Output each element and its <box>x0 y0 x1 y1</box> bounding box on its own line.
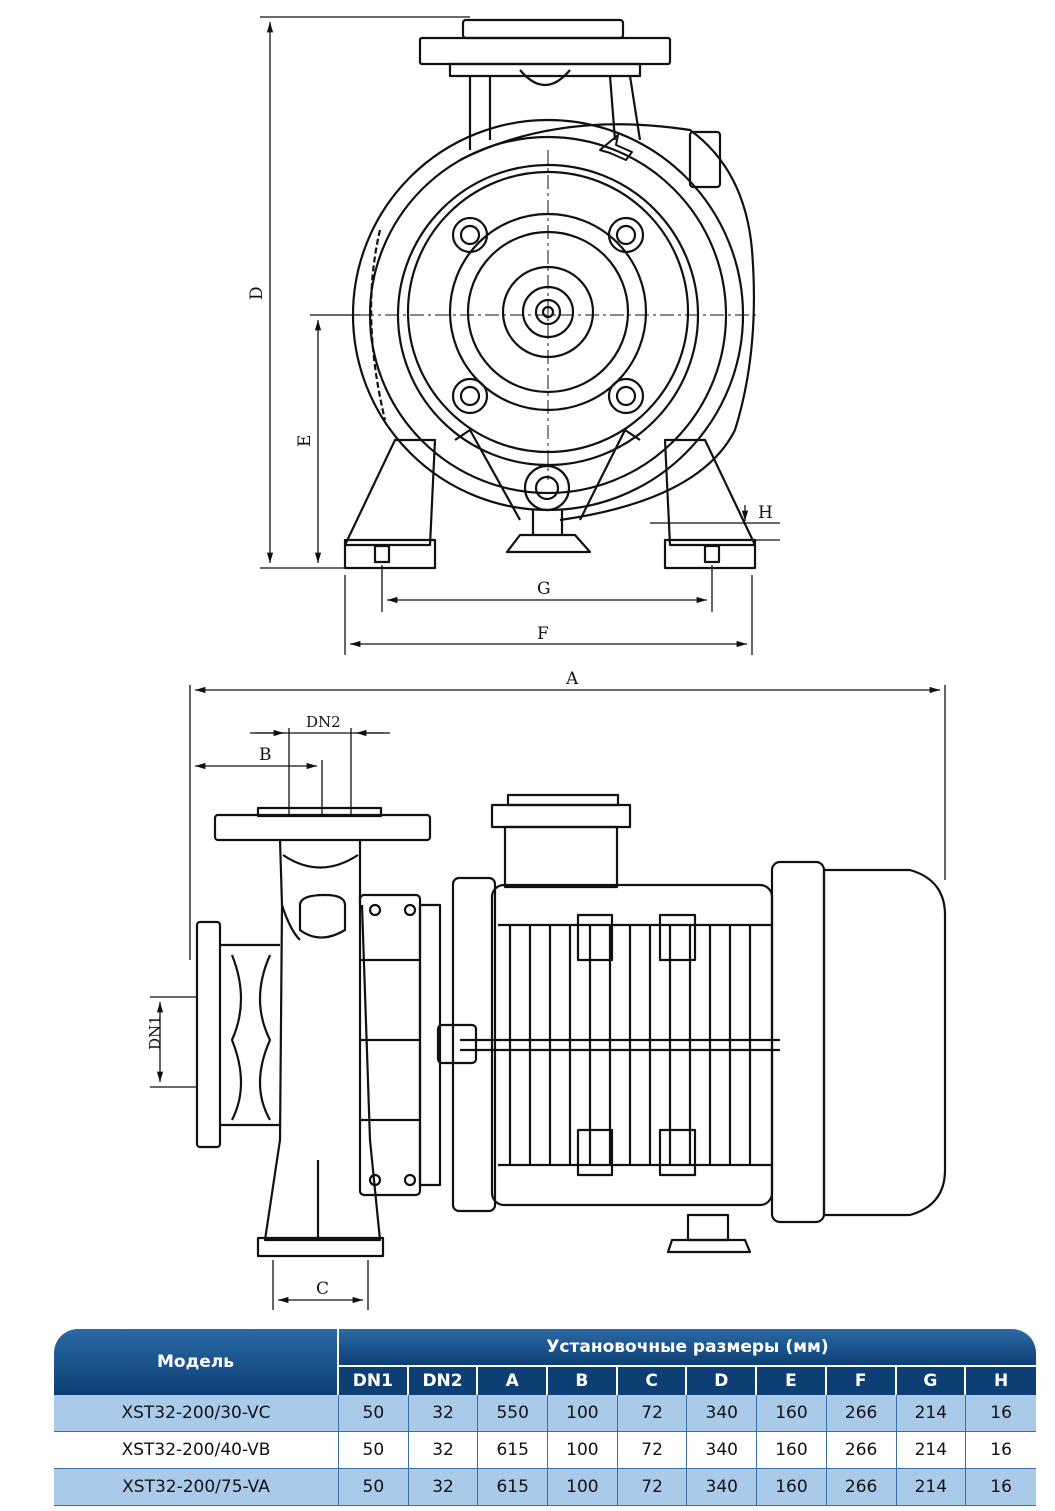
col-header-c: C <box>617 1365 688 1395</box>
label-dn1: DN1 <box>146 1015 164 1050</box>
cell: 72 <box>617 1432 688 1469</box>
cell: 340 <box>687 1432 758 1469</box>
cell: 214 <box>896 1469 967 1506</box>
col-header-dn2: DN2 <box>408 1365 479 1395</box>
model-header: Модель <box>54 1329 339 1395</box>
table-row: XST32-200/30-VC 50 32 550 100 72 340 160… <box>54 1395 1036 1432</box>
cell: 550 <box>478 1395 549 1432</box>
label-a: A <box>565 669 579 689</box>
label-b: B <box>259 745 272 765</box>
cell: 100 <box>548 1469 618 1506</box>
row-model: XST32-200/30-VC <box>54 1395 339 1432</box>
col-header-h: H <box>966 1365 1036 1395</box>
cell: 100 <box>548 1395 618 1432</box>
side-dimensions <box>150 685 946 1310</box>
col-header-b: B <box>548 1365 618 1395</box>
col-header-e: E <box>757 1365 827 1395</box>
cell: 72 <box>617 1395 688 1432</box>
cell: 32 <box>408 1395 479 1432</box>
cell: 340 <box>687 1395 758 1432</box>
label-d: D <box>247 286 267 300</box>
col-header-d: D <box>687 1365 758 1395</box>
cell: 50 <box>339 1395 409 1432</box>
cell: 266 <box>826 1432 897 1469</box>
col-header-g: G <box>896 1365 967 1395</box>
cell: 32 <box>408 1469 479 1506</box>
cell: 340 <box>687 1469 758 1506</box>
cell: 16 <box>966 1469 1036 1506</box>
cell: 160 <box>757 1469 827 1506</box>
cell: 615 <box>478 1469 549 1506</box>
cell: 50 <box>339 1469 409 1506</box>
cell: 72 <box>617 1469 688 1506</box>
label-f: F <box>537 624 549 644</box>
cell: 160 <box>757 1432 827 1469</box>
label-h: H <box>758 503 773 523</box>
front-view <box>335 18 760 570</box>
cell: 615 <box>478 1432 549 1469</box>
table-row: XST32-200/75-VA 50 32 615 100 72 340 160… <box>54 1469 1036 1506</box>
label-dn2: DN2 <box>306 713 341 731</box>
row-model: XST32-200/75-VA <box>54 1469 339 1506</box>
col-header-a: A <box>478 1365 549 1395</box>
table-row: XST32-200/40-VB 50 32 615 100 72 340 160… <box>54 1432 1036 1469</box>
col-header-dn1: DN1 <box>339 1365 409 1395</box>
cell: 266 <box>826 1469 897 1506</box>
cell: 160 <box>757 1395 827 1432</box>
cell: 32 <box>408 1432 479 1469</box>
cell: 214 <box>896 1432 967 1469</box>
cell: 266 <box>826 1395 897 1432</box>
label-e: E <box>295 435 315 447</box>
pump-drawing: D E G F H <box>146 16 947 1310</box>
cell: 16 <box>966 1432 1036 1469</box>
label-c: C <box>316 1279 329 1299</box>
label-g: G <box>537 579 551 599</box>
col-header-f: F <box>826 1365 897 1395</box>
cell: 100 <box>548 1432 618 1469</box>
group-header: Установочные размеры (мм) <box>339 1329 1036 1365</box>
side-view <box>195 793 947 1258</box>
dimensions-table: Модель Установочные размеры (мм) DN1 DN2… <box>54 1329 1036 1506</box>
front-dimensions <box>260 16 780 655</box>
cell: 50 <box>339 1432 409 1469</box>
row-model: XST32-200/40-VB <box>54 1432 339 1469</box>
cell: 214 <box>896 1395 967 1432</box>
cell: 16 <box>966 1395 1036 1432</box>
